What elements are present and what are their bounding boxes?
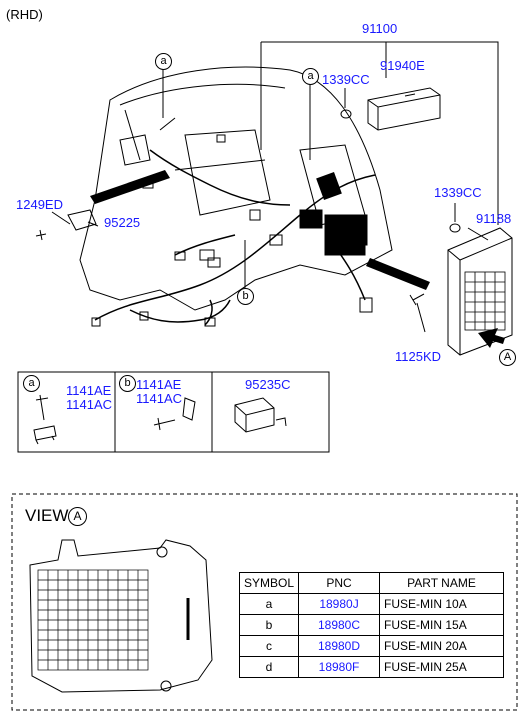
dashboard-outline — [79, 66, 393, 311]
row-pnc: 18980C — [298, 614, 381, 636]
view-ref-circle: A — [68, 507, 87, 526]
part-1125kd: 1125KD — [395, 349, 442, 364]
table-row: a 18980J FUSE-MIN 10A — [238, 593, 505, 615]
row-symbol: a — [238, 593, 300, 615]
view-label: VIEW — [25, 506, 69, 525]
drive-side-label: (RHD) — [6, 7, 43, 22]
view-title: VIEW — [25, 506, 68, 526]
part-1141ac-a: 1141AC — [66, 397, 113, 412]
row-part-name: FUSE-MIN 15A — [379, 614, 505, 636]
callout-b-mid: b — [237, 288, 254, 305]
fuse-box-view — [29, 539, 213, 693]
part-1249ed: 1249ED — [16, 197, 63, 212]
part-1141ae-b: 1141AE — [136, 377, 182, 392]
view-arrow — [478, 328, 505, 348]
parts-row-box — [17, 371, 330, 453]
part-91940e: 91940E — [380, 58, 425, 73]
part-1339cc-top: 1339CC — [322, 72, 370, 87]
row-pnc: 18980D — [298, 635, 381, 657]
table-row: d 18980F FUSE-MIN 25A — [238, 656, 505, 678]
part-1339cc-right: 1339CC — [434, 185, 482, 200]
row-pnc: 18980J — [298, 593, 381, 615]
row-symbol: d — [238, 656, 300, 678]
view-frame — [11, 493, 518, 711]
header-part-name: PART NAME — [379, 572, 505, 594]
symbol-table-header: SYMBOL PNC PART NAME — [238, 572, 505, 594]
callout-b-box: b — [119, 375, 136, 392]
row-symbol: b — [238, 614, 300, 636]
table-row: b 18980C FUSE-MIN 15A — [238, 614, 505, 636]
header-pnc: PNC — [298, 572, 381, 594]
module-91940e — [367, 87, 441, 131]
callout-a-box: a — [23, 375, 40, 392]
callout-a-mid: a — [302, 68, 319, 85]
part-95225: 95225 — [104, 215, 141, 230]
row-symbol: c — [238, 635, 300, 657]
part-91100: 91100 — [362, 21, 398, 36]
row-part-name: FUSE-MIN 20A — [379, 635, 505, 657]
symbol-table: SYMBOL PNC PART NAME a 18980J FUSE-MIN 1… — [238, 572, 505, 678]
row-part-name: FUSE-MIN 10A — [379, 593, 505, 615]
junction-box — [447, 227, 513, 356]
header-symbol: SYMBOL — [238, 572, 300, 594]
table-row: c 18980D FUSE-MIN 20A — [238, 635, 505, 657]
part-1141ac-b: 1141AC — [136, 391, 183, 406]
row-part-name: FUSE-MIN 25A — [379, 656, 505, 678]
row-pnc: 18980F — [298, 656, 381, 678]
callout-a-top: a — [155, 53, 172, 70]
part-95235c: 95235C — [245, 377, 291, 392]
part-1141ae-a: 1141AE — [66, 383, 112, 398]
callout-view-a: A — [499, 349, 516, 366]
part-91188: 91188 — [476, 211, 512, 226]
